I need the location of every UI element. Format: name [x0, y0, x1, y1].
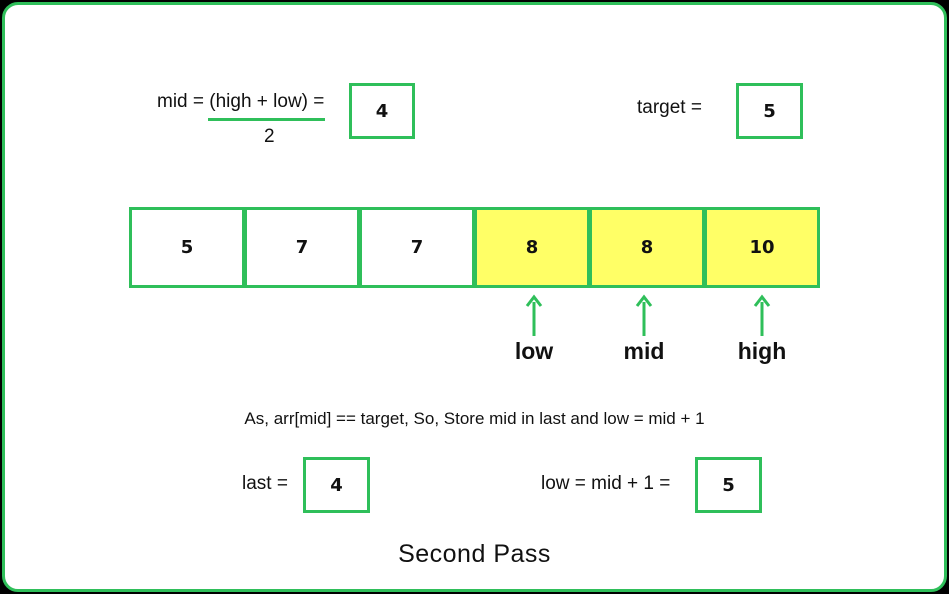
- array-cell-1: 7: [244, 207, 360, 288]
- fraction-line: [208, 118, 325, 121]
- low-update-value-box: 5: [695, 457, 762, 513]
- array-cell-0: 5: [129, 207, 245, 288]
- array-cell-3: 8: [474, 207, 590, 288]
- array-cell-2: 7: [359, 207, 475, 288]
- mid-arrow-icon: [635, 294, 653, 336]
- target-label: target =: [637, 97, 702, 118]
- mid-result-box: 4: [349, 83, 415, 139]
- pass-caption: Second Pass: [398, 540, 551, 568]
- low-pointer-label: low: [514, 338, 554, 364]
- high-pointer-label: high: [737, 338, 787, 364]
- array-cell-5: 10: [704, 207, 820, 288]
- low-arrow-icon: [525, 294, 543, 336]
- explanation-note: As, arr[mid] == target, So, Store mid in…: [244, 409, 705, 428]
- low-update-label: low = mid + 1 =: [541, 473, 671, 494]
- last-value-box: 4: [303, 457, 370, 513]
- array-cell-4: 8: [589, 207, 705, 288]
- high-arrow-icon: [753, 294, 771, 336]
- target-value-box: 5: [736, 83, 803, 139]
- fraction-denominator: 2: [264, 126, 275, 147]
- last-label: last =: [242, 473, 288, 494]
- mid-formula-label: mid = (high + low) =: [157, 91, 325, 112]
- mid-pointer-label: mid: [623, 338, 665, 364]
